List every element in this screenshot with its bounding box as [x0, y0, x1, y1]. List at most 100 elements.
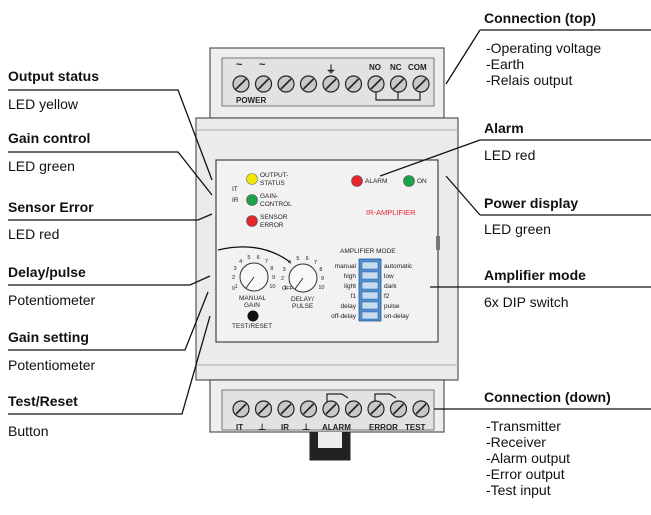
screw-slot — [370, 78, 382, 90]
callout-gain-control-desc: LED green — [8, 158, 75, 174]
delay-pulse-dial — [288, 263, 318, 293]
dial-off-label: OFF — [282, 286, 293, 292]
screw-slot — [370, 403, 382, 415]
top-terminal-nc: NC — [390, 63, 402, 72]
dip-switch — [361, 281, 379, 290]
list-item: -Relais output — [486, 72, 573, 88]
callout-connection-down-list: -Transmitter -Receiver -Alarm output -Er… — [486, 418, 570, 498]
test-reset-label: TEST/RESET — [232, 323, 273, 330]
panel-it-label: IT — [232, 186, 238, 193]
bottom-terminal-test: TEST — [405, 423, 426, 432]
callout-sensor-error-desc: LED red — [8, 226, 60, 242]
dip-switch — [361, 291, 379, 300]
delay-pulse-scale-label: 3 — [282, 267, 286, 274]
delay-pulse-text-1: DELAY/ — [291, 296, 314, 303]
callout-connection-top-title: Connection (top) — [484, 10, 596, 26]
ground-symbol-icon: ⊥ — [258, 422, 267, 432]
alarm-led — [351, 175, 363, 187]
manual-gain-scale-label: 8 — [270, 266, 274, 273]
delay-pulse-scale-label: 1 — [283, 285, 287, 291]
dip-left-label: delay — [340, 303, 356, 310]
delay-pulse-scale-label: 7 — [313, 259, 317, 266]
dip-right-label: on-delay — [384, 313, 409, 320]
alarm-led-label: ALARM — [365, 178, 388, 185]
gain-control-text-2: CONTROL — [260, 201, 292, 208]
sensor-error-led — [246, 215, 258, 227]
output-status-text-2: STATUS — [260, 180, 285, 187]
dip-switch — [361, 301, 379, 310]
callout-sensor-error-title: Sensor Error — [8, 199, 94, 215]
power-label: POWER — [236, 96, 267, 105]
screw-slot — [392, 78, 405, 90]
manual-gain-scale-label: 7 — [264, 258, 268, 265]
manual-gain-scale-label: 2 — [232, 275, 236, 282]
callout-output-status-title: Output status — [8, 68, 99, 84]
dip-switch — [361, 311, 379, 320]
gain-control-led — [246, 194, 258, 206]
screw-slot — [235, 78, 247, 90]
screw-slot — [415, 78, 427, 90]
callout-delay-pulse-desc: Potentiometer — [8, 292, 96, 308]
sensor-error-text-1: SENSOR — [260, 214, 288, 221]
callout-gain-setting-desc: Potentiometer — [8, 357, 96, 373]
manual-gain-scale-label: 6 — [256, 254, 260, 261]
callout-alarm-desc: LED red — [484, 147, 536, 163]
product-name: IR-AMPLIFIER — [366, 208, 416, 217]
screw-slot — [280, 78, 292, 90]
callout-power-display-desc: LED green — [484, 221, 551, 237]
power-led — [403, 175, 415, 187]
sensor-error-text-2: ERROR — [260, 222, 284, 229]
manual-gain-dial — [239, 262, 269, 292]
dip-right-label: dark — [384, 283, 397, 290]
manual-gain-scale-label: 1 — [234, 284, 238, 290]
gain-control-text-1: GAIN- — [260, 193, 279, 200]
callout-connection-down-title: Connection (down) — [484, 389, 611, 405]
top-terminal-com: COM — [408, 63, 427, 72]
manual-gain-text-1: MANUAL — [239, 295, 267, 302]
dip-right-label: pulse — [384, 303, 400, 310]
dip-right-label: low — [384, 273, 394, 280]
top-terminal-tilde-2: ~ — [259, 59, 266, 71]
manual-gain-scale-label: 10 — [269, 284, 276, 290]
callout-gain-setting-title: Gain setting — [8, 329, 89, 345]
callout-test-reset-title: Test/Reset — [8, 393, 78, 409]
callout-test-reset-desc: Button — [8, 423, 49, 439]
dip-switch — [361, 261, 379, 270]
dip-left-label: off-delay — [331, 313, 356, 320]
delay-pulse-text-2: PULSE — [292, 303, 314, 310]
delay-pulse-scale-label: 5 — [296, 255, 300, 262]
callout-amplifier-mode-title: Amplifier mode — [484, 267, 586, 283]
ground-symbol-icon: ⊥ — [302, 422, 311, 432]
screw-slot — [302, 78, 315, 90]
delay-pulse-scale-label: 9 — [320, 276, 325, 283]
callout-output-status-desc: LED yellow — [8, 96, 79, 112]
screw-slot — [415, 403, 427, 415]
panel-ir-label: IR — [232, 197, 239, 204]
callout-amplifier-mode-desc: 6x DIP switch — [484, 294, 569, 310]
delay-pulse-scale-label: 8 — [319, 267, 323, 274]
dip-switch — [361, 271, 379, 280]
delay-pulse-scale-label: 2 — [281, 276, 285, 283]
bottom-terminal-it: IT — [236, 423, 244, 432]
screw-slot — [257, 403, 270, 415]
top-terminal-no: NO — [369, 63, 381, 72]
output-status-text-1: OUTPUT- — [260, 172, 289, 179]
list-item: -Alarm output — [486, 450, 571, 466]
list-item: -Transmitter — [486, 418, 561, 434]
dip-right-label: f2 — [384, 293, 390, 300]
dip-left-label: high — [343, 273, 356, 280]
callout-gain-control-title: Gain control — [8, 130, 91, 146]
manual-gain-scale-label: 5 — [247, 254, 251, 261]
bottom-terminal-alarm: ALARM — [322, 423, 351, 432]
delay-pulse-scale-label: 6 — [305, 255, 309, 262]
manual-gain-scale-label: 9 — [271, 275, 276, 282]
dip-left-label: f1 — [350, 293, 356, 300]
dip-switch-block — [358, 258, 382, 322]
test-reset-button — [247, 310, 259, 322]
screw-slot — [347, 403, 360, 415]
screw-slot — [280, 403, 292, 415]
dial-zero-label: 0 — [232, 286, 236, 292]
dip-right-label: automatic — [384, 263, 413, 270]
dip-left-label: manual — [334, 263, 356, 270]
delay-pulse-scale-label: 4 — [288, 259, 292, 266]
